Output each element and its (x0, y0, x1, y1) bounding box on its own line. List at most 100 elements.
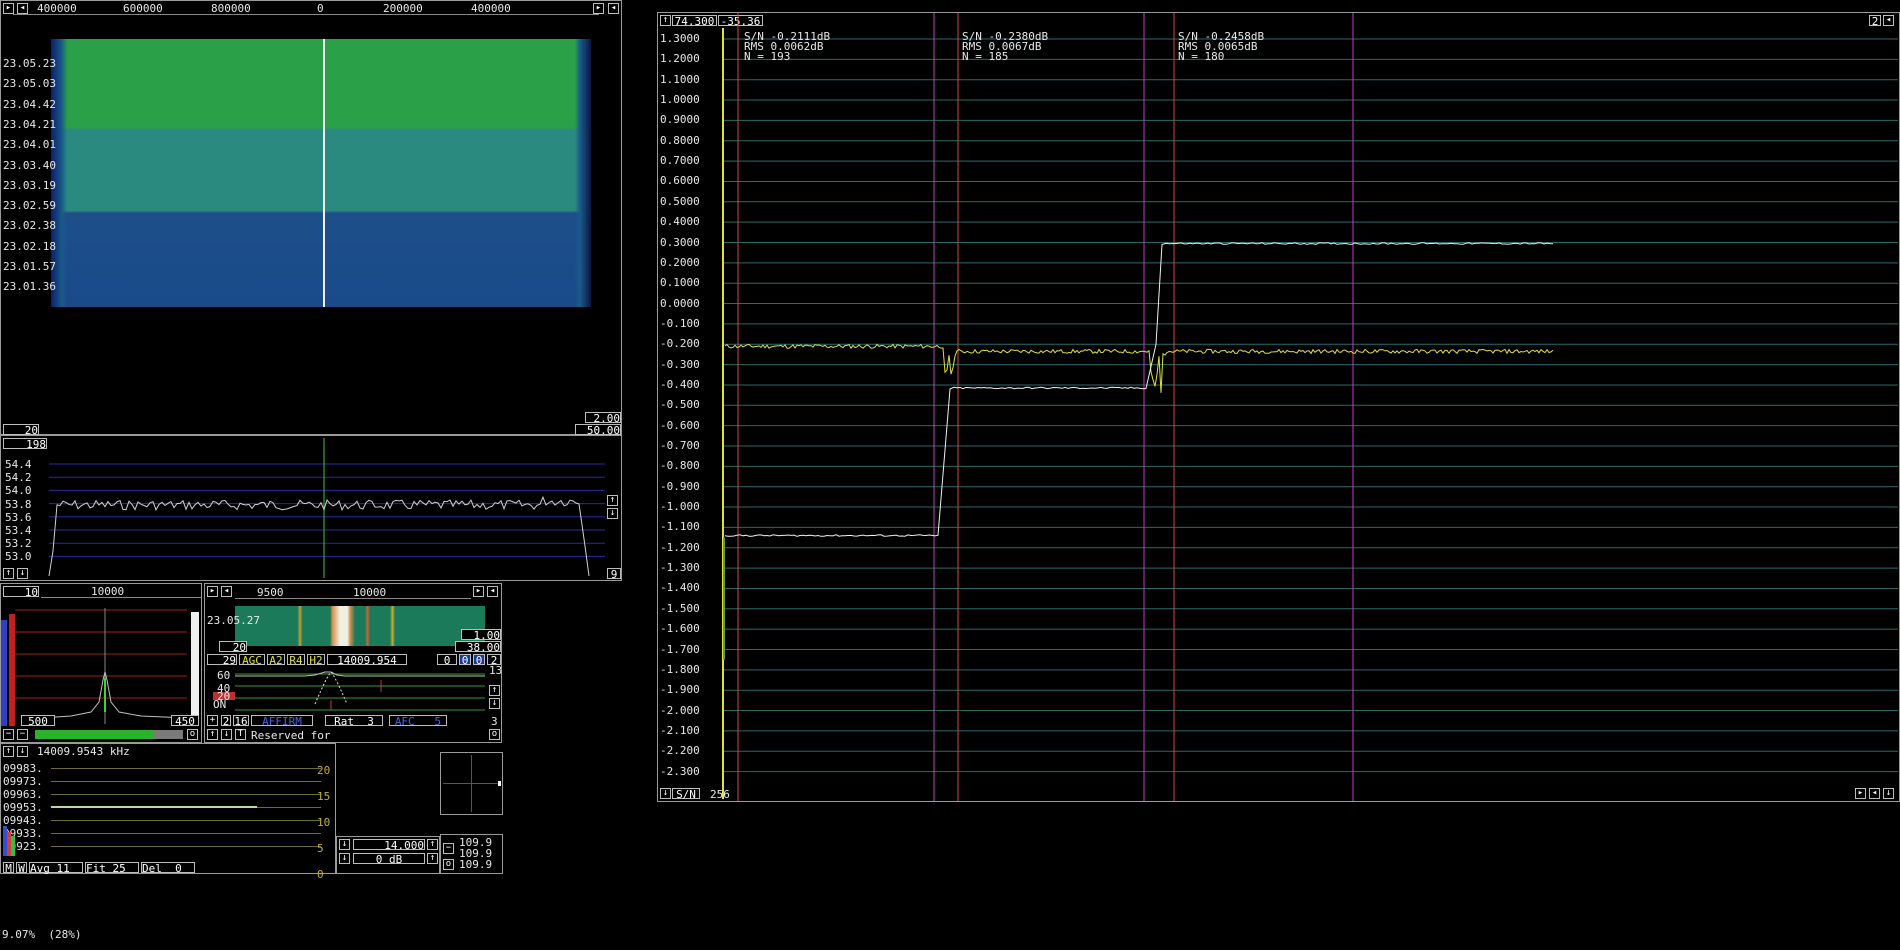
sig-fit-box[interactable]: Fit 25 (85, 862, 139, 874)
affirm-button[interactable]: AFFIRM (251, 715, 313, 727)
sig-avg-box[interactable]: Avg 11 (29, 862, 83, 874)
small-spectrum-right-box[interactable]: 450 (171, 715, 199, 727)
spectrum-y-label: 53.0 (5, 550, 32, 564)
snr-y-label: -1.700 (660, 642, 700, 656)
narrow-level-40: 40 (217, 682, 231, 695)
small-spectrum-graph[interactable] (1, 584, 201, 742)
r4-button[interactable]: R4 (287, 654, 305, 666)
spectrum-zoom-down-button[interactable]: ↓ (17, 568, 28, 579)
readout-minus-button[interactable]: − (443, 843, 454, 854)
narrow-left-button[interactable]: ▸ (207, 586, 218, 597)
narrow-r2-box[interactable]: 38.00 (455, 641, 501, 653)
agc-button[interactable]: AGC (239, 654, 265, 666)
spectrum-y-label: 54.4 (5, 458, 32, 471)
narrow-down-button[interactable]: ↓ (489, 698, 500, 709)
plot-box2[interactable]: -35.36 (718, 15, 763, 27)
narrow-num-box[interactable]: 29 (207, 654, 237, 666)
scope-panel[interactable] (440, 752, 503, 815)
freq-tick-4: 0 (317, 2, 324, 15)
sig-m-button[interactable]: M (3, 862, 14, 874)
spectrum-zoom-up-button[interactable]: ↑ (3, 568, 14, 579)
waterfall-gain-box[interactable]: 2.00 (585, 412, 621, 424)
small-minus2-button[interactable]: − (17, 729, 28, 740)
plot-up-button[interactable]: ↑ (660, 15, 671, 26)
small-spectrum-panel: 10 10000 500 450 − − o (0, 583, 202, 743)
narrow-z3-box[interactable]: 0 (473, 654, 485, 666)
signal-scale-label: 0 (317, 868, 324, 881)
afc-button[interactable]: AFC 5 (389, 715, 447, 727)
snr-y-label: -2.100 (660, 723, 700, 737)
scroll-right-arrow-button[interactable]: ▸ (593, 3, 604, 14)
narrow-row-down-button[interactable]: ↓ (221, 729, 232, 740)
sig-freq-readout: 14009.9543 kHz (37, 745, 130, 758)
narrow-right-button[interactable]: ▸ (473, 586, 484, 597)
narrow-up-button[interactable]: ↑ (489, 685, 500, 696)
snr-white-trace (724, 242, 1554, 537)
small-spectrum-top-box[interactable]: 10 (3, 586, 39, 598)
scroll-left-arrow-button[interactable]: ◂ (17, 3, 28, 14)
spectrum-up-button[interactable]: ↑ (607, 495, 618, 506)
narrow-z2-box[interactable]: 0 (459, 654, 471, 666)
scroll-left-button[interactable]: ▸ (3, 3, 14, 14)
plot-corner-box[interactable]: 2 (1869, 15, 1881, 27)
waterfall-min-box[interactable]: 20 (3, 424, 39, 436)
plot-right-down-button[interactable]: ↓ (1883, 788, 1894, 799)
narrow-t-button[interactable]: T (235, 729, 246, 740)
plot-right-button[interactable]: ▸ (1855, 788, 1866, 799)
level-up-button[interactable]: ↑ (427, 839, 438, 850)
signal-scale-label: 20 (317, 764, 331, 777)
sig-down-button[interactable]: ↓ (17, 746, 28, 757)
narrow-right-3: 3 (491, 715, 498, 728)
narrow-left-box[interactable]: 20 (219, 641, 247, 653)
stat3-n: N = 180 (1178, 50, 1225, 63)
spectrum-right-box[interactable]: 9 (607, 568, 621, 580)
small-o-button[interactable]: o (187, 729, 198, 740)
narrow-z1-box[interactable]: 0 (437, 654, 457, 666)
waterfall-freq-scale[interactable] (13, 2, 599, 15)
scroll-right-button[interactable]: ◂ (608, 3, 619, 14)
spectrum-avg-box[interactable]: 198 (3, 438, 47, 450)
stat3-rms: RMS 0.0065dB (1178, 40, 1258, 53)
snr-graph[interactable] (658, 13, 1899, 801)
narrow-2-box[interactable]: 2 (221, 715, 231, 728)
narrow-freq-display[interactable]: 14009.954 (327, 654, 407, 666)
narrow-right-13: 13 (489, 664, 503, 677)
narrow-o-button[interactable]: o (489, 729, 500, 740)
small-minus-button[interactable]: − (3, 729, 14, 740)
narrow-plus-button[interactable]: + (207, 715, 218, 726)
waterfall-range-box[interactable]: 50.00 (575, 424, 621, 436)
signal-row-freq: 09923. (3, 840, 43, 853)
a2-button[interactable]: A2 (267, 654, 285, 666)
h2-button[interactable]: H2 (307, 654, 325, 666)
small-level-bar[interactable] (35, 730, 183, 739)
narrow-left2-button[interactable]: ◂ (221, 586, 232, 597)
small-spectrum-left-box[interactable]: 500 (21, 715, 55, 727)
sig-w-button[interactable]: W (16, 862, 27, 874)
level-down2-button[interactable]: ↓ (339, 853, 350, 864)
narrow-r1-box[interactable]: 1.00 (461, 629, 501, 641)
plot-down-button[interactable]: ↓ (660, 788, 671, 799)
stat1-rms: RMS 0.0062dB (744, 40, 824, 53)
snr-y-label: 0.2000 (660, 255, 700, 269)
plot-sn-box[interactable]: S/N (672, 788, 700, 800)
plot-corner-button[interactable]: ◂ (1883, 15, 1894, 26)
level-value2[interactable]: 0 dB (353, 853, 425, 865)
narrow-z4-box[interactable]: 2 (487, 654, 501, 666)
narrow-row-up-button[interactable]: ↑ (207, 729, 218, 740)
waterfall-image[interactable] (51, 39, 591, 307)
level-up2-button[interactable]: ↑ (427, 853, 438, 864)
plot-box1[interactable]: 74.300 (672, 15, 717, 27)
spectrum-down-button[interactable]: ↓ (607, 508, 618, 519)
level-value1[interactable]: 14.000 (353, 839, 425, 851)
sig-up-button[interactable]: ↑ (3, 746, 14, 757)
spectrum-graph[interactable] (1, 436, 621, 580)
readout-o-button[interactable]: o (443, 859, 454, 870)
narrow-spectrum-graph[interactable] (205, 584, 501, 742)
narrow-waterfall[interactable] (235, 606, 485, 646)
rat-box[interactable]: Rat 3 (325, 715, 383, 727)
sig-del-box[interactable]: Del 0 (141, 862, 195, 874)
narrow-right2-button[interactable]: ◂ (487, 586, 498, 597)
plot-right2-button[interactable]: ◂ (1869, 788, 1880, 799)
narrow-16-box[interactable]: 16 (233, 715, 249, 728)
level-down-button[interactable]: ↓ (339, 839, 350, 850)
